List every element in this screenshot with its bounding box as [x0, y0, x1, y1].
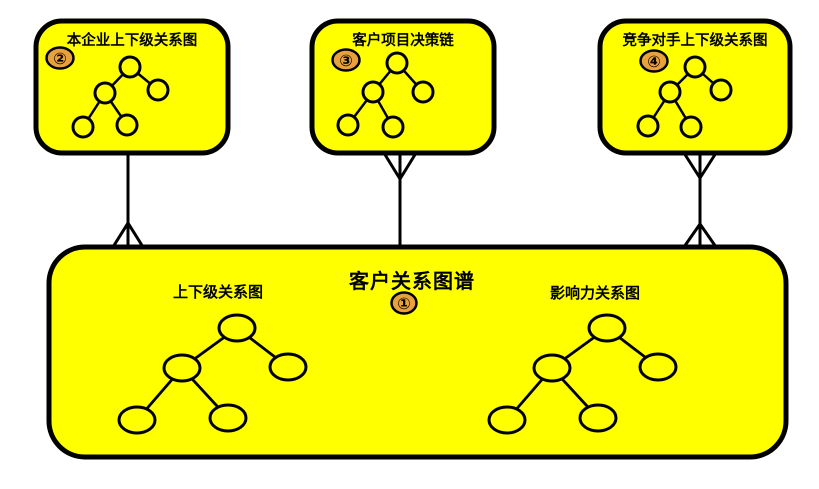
- tree-node: [162, 353, 202, 383]
- badge-1-number: ①: [397, 294, 411, 313]
- tree-node: [532, 353, 572, 383]
- connector-company-to-map: [111, 151, 145, 249]
- connector-competitor-to-map: [682, 151, 718, 249]
- influence-tree: [487, 313, 678, 435]
- badge-2-oval: [45, 46, 75, 70]
- tree-node: [381, 115, 405, 139]
- tree-node: [117, 405, 157, 435]
- customer-map-title: 客户关系图谱: [348, 269, 475, 293]
- tree-node: [658, 80, 682, 104]
- badge-3-number: ③: [339, 51, 353, 70]
- badge-4: ④: [639, 49, 669, 73]
- badge-3-oval: [331, 48, 361, 72]
- tree-node: [679, 115, 703, 139]
- competitor-hierarchy-title: 竞争对手上下级关系图: [623, 31, 768, 49]
- badge-4-oval: [639, 49, 669, 73]
- badge-1: ①: [390, 291, 418, 315]
- badge-3: ③: [331, 48, 361, 72]
- company-hierarchy-tree: [71, 55, 170, 139]
- decision-chain-tree: [336, 51, 435, 139]
- tree-node: [336, 113, 360, 137]
- tree-node: [217, 313, 257, 343]
- subordination-tree-label: 上下级关系图: [173, 283, 263, 301]
- tree-node: [361, 80, 385, 104]
- tree-node: [146, 78, 170, 102]
- tree-node: [587, 313, 627, 343]
- company-hierarchy-title: 本企业上下级关系图: [67, 31, 198, 49]
- badge-2: ②: [45, 46, 75, 70]
- tree-node: [411, 80, 435, 104]
- connector-decision-to-map: [382, 151, 418, 249]
- badge-1-oval: [390, 291, 418, 315]
- tree-node: [578, 403, 618, 433]
- tree-node: [487, 405, 527, 435]
- tree-node: [268, 352, 308, 382]
- tree-node: [115, 113, 139, 137]
- tree-node: [71, 115, 95, 139]
- tree-node: [683, 55, 707, 79]
- subordination-tree: [117, 313, 308, 435]
- influence-tree-label: 影响力关系图: [550, 284, 640, 302]
- tree-node: [208, 403, 248, 433]
- badge-2-number: ②: [53, 49, 67, 68]
- tree-node: [638, 352, 678, 382]
- tree-node: [709, 78, 733, 102]
- competitor-hierarchy-tree: [636, 55, 733, 139]
- tree-node: [93, 81, 117, 105]
- tree-node: [636, 114, 660, 138]
- tree-node: [385, 51, 409, 75]
- decision-chain-title: 客户项目决策链: [351, 31, 454, 49]
- badge-4-number: ④: [647, 52, 661, 71]
- tree-node: [118, 55, 142, 79]
